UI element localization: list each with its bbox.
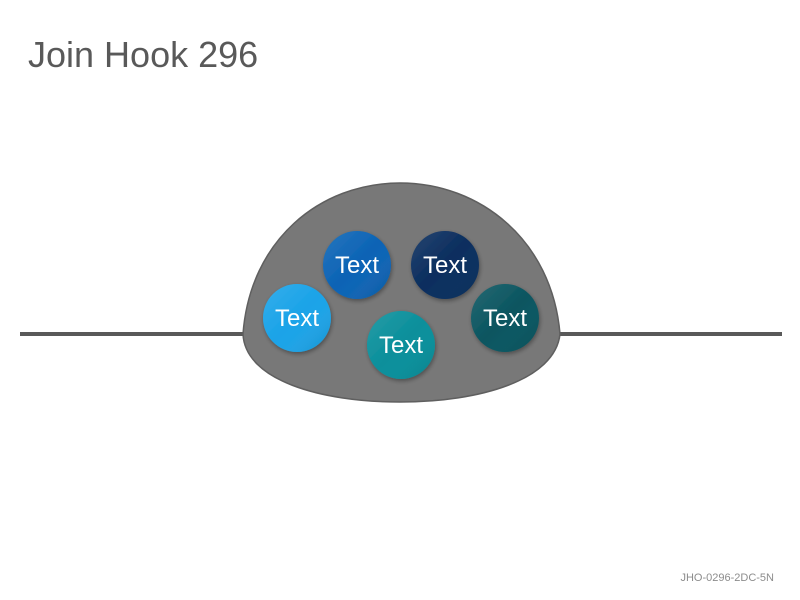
circle-4-label: Text	[379, 332, 423, 359]
circle-2[interactable]: Text	[323, 231, 391, 299]
circle-5[interactable]: Text	[471, 284, 539, 352]
circle-4[interactable]: Text	[367, 311, 435, 379]
dome-shape	[242, 182, 561, 403]
circle-1[interactable]: Text	[263, 284, 331, 352]
circle-2-label: Text	[335, 252, 379, 279]
footer-code: JHO-0296-2DC-5N	[680, 572, 774, 584]
circle-3[interactable]: Text	[411, 231, 479, 299]
page-title: Join Hook 296	[28, 34, 259, 75]
circle-5-label: Text	[483, 305, 527, 332]
circle-1-label: Text	[275, 305, 319, 332]
circle-3-label: Text	[423, 252, 467, 279]
